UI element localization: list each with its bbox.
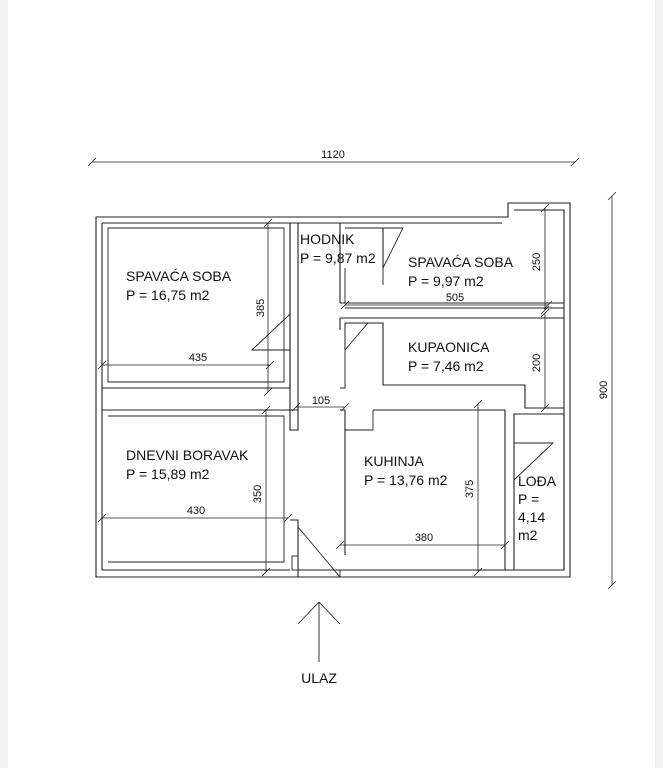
kitchen-height: 375 <box>464 480 476 498</box>
bathroom: 200 KUPAONICA P = 7,46 m2 <box>340 308 564 413</box>
hallway: 105 HODNIK P = 9,87 m2 <box>289 222 404 431</box>
bedroom-1-height: 385 <box>255 299 267 317</box>
living-room-height: 350 <box>252 485 264 503</box>
overall-width-label: 1120 <box>321 149 345 161</box>
overall-width-dimension: 1120 <box>87 149 580 167</box>
entrance-door <box>290 519 341 578</box>
entrance-label: ULAZ <box>301 670 337 686</box>
living-room: 430 350 DNEVNI BORAVAK P = 15,89 m2 <box>97 405 293 577</box>
bedroom-2-width: 505 <box>446 292 464 304</box>
overall-height-dimension: 900 <box>598 191 617 590</box>
loggia-area-line2: 4,14 <box>518 509 545 525</box>
loggia-area-line3: m2 <box>518 527 538 543</box>
left-frame-border <box>0 0 8 768</box>
kitchen-area: P = 13,76 m2 <box>364 472 448 488</box>
hallway-width: 105 <box>312 395 330 407</box>
living-room-name: DNEVNI BORAVAK <box>126 447 249 463</box>
bedroom-1-name: SPAVAĆA SOBA <box>126 268 232 284</box>
hallway-name: HODNIK <box>300 231 355 247</box>
entrance-arrow: ULAZ <box>297 601 341 686</box>
loggia-name: LOĐA <box>518 473 557 489</box>
bedroom-1-width: 435 <box>189 352 207 364</box>
loggia-area-line1: P = <box>518 491 539 507</box>
kitchen-name: KUHINJA <box>364 453 425 469</box>
bedroom-2-height: 250 <box>531 253 543 271</box>
kitchen: 380 375 KUHINJA P = 13,76 m2 <box>335 399 510 577</box>
overall-height-label: 900 <box>598 381 610 399</box>
bathroom-name: KUPAONICA <box>408 339 490 355</box>
living-room-width: 430 <box>187 505 205 517</box>
right-frame-border <box>655 0 663 768</box>
bedroom-2-name: SPAVAĆA SOBA <box>408 254 514 270</box>
bathroom-height: 200 <box>531 354 543 372</box>
bedroom-2-area: P = 9,97 m2 <box>408 273 484 289</box>
bedroom-1-area: P = 16,75 m2 <box>126 287 210 303</box>
living-room-area: P = 15,89 m2 <box>126 466 210 482</box>
bedroom-2: 505 250 SPAVAĆA SOBA P = 9,97 m2 <box>340 203 564 315</box>
loggia: LOĐA P = 4,14 m2 <box>513 413 565 571</box>
kitchen-width: 380 <box>415 532 433 544</box>
hallway-area: P = 9,87 m2 <box>300 250 376 266</box>
bedroom-1: 435 385 SPAVAĆA SOBA P = 16,75 m2 <box>97 218 291 397</box>
bathroom-area: P = 7,46 m2 <box>408 358 484 374</box>
